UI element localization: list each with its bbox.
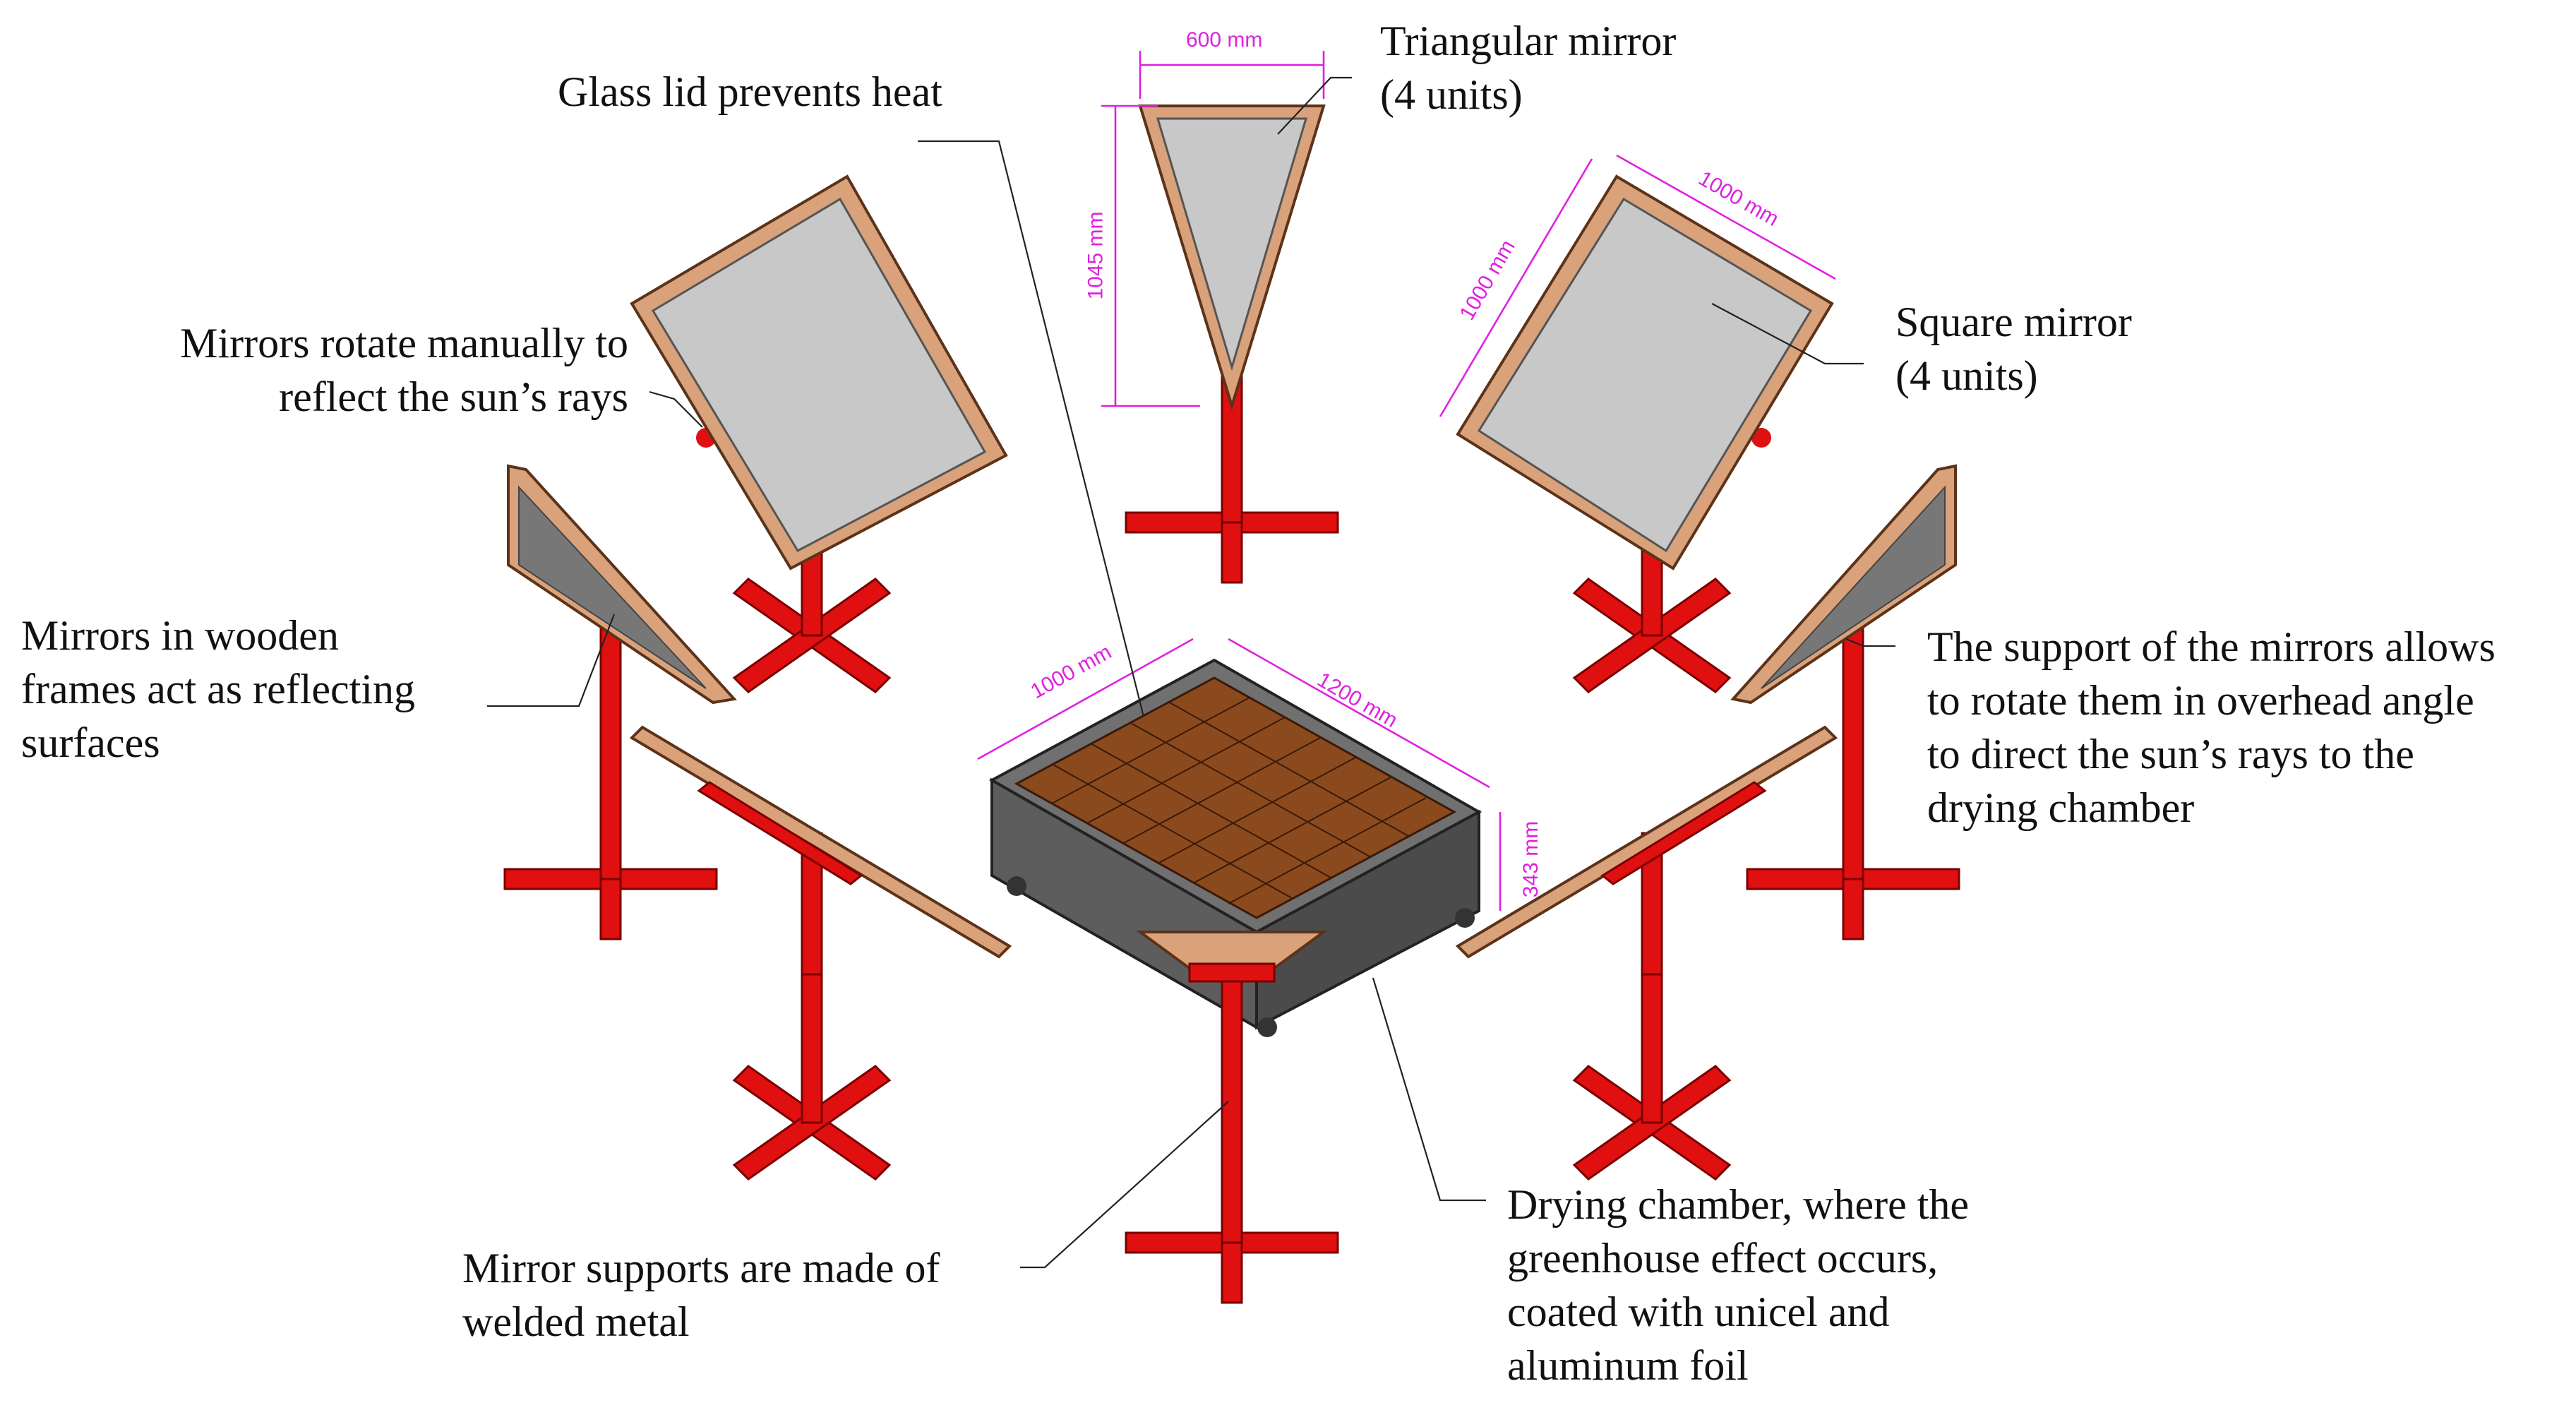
label-support: The support of the mirrors allows to rot…: [1927, 623, 2496, 831]
dim-triangle-height: 1045 mm: [1084, 211, 1108, 300]
triangular-mirror-top: [1125, 104, 1339, 584]
label-drying-chamber: Drying chamber, where the greenhouse eff…: [1507, 1181, 1969, 1389]
square-mirror-top-right: [1456, 174, 1834, 693]
triangular-mirror-left: [503, 464, 737, 940]
dim-triangle-width: 600 mm: [1186, 28, 1263, 52]
label-welded-metal: Mirror supports are made of welded metal: [462, 1245, 940, 1345]
square-mirror-top-left: [630, 174, 1008, 693]
label-glass-lid: Glass lid prevents heat: [558, 68, 942, 115]
dim-chamber-height: 343 mm: [1519, 820, 1543, 898]
label-mirrors-rotate: Mirrors rotate manually to reflect the s…: [180, 320, 628, 420]
square-mirror-bottom-right: [1455, 725, 1838, 1181]
square-mirror-bottom-left: [629, 725, 1012, 1181]
dimension-lines: [977, 51, 1836, 911]
label-wooden-frames: Mirrors in wooden frames act as reflecti…: [21, 612, 416, 766]
triangular-mirror-front: [1125, 931, 1339, 1304]
label-square-mirror: Square mirror (4 units): [1895, 299, 2132, 399]
leader-lines: [487, 76, 1895, 1269]
triangular-mirror-right: [1730, 464, 1960, 940]
label-triangular-mirror: Triangular mirror (4 units): [1380, 18, 1677, 118]
